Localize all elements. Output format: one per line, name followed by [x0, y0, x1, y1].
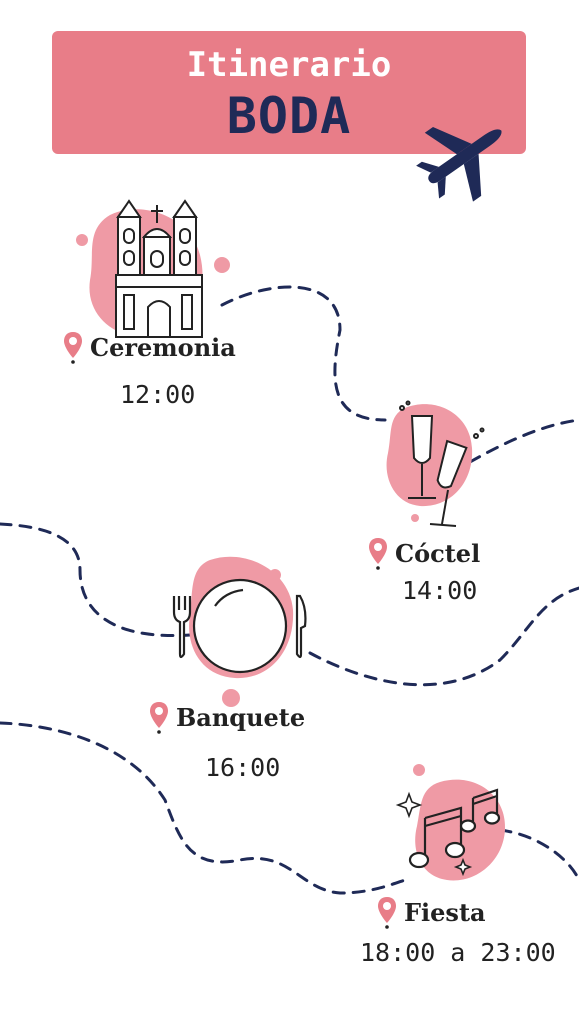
- stop-time: 16:00: [205, 753, 281, 782]
- airplane-icon: [416, 127, 502, 202]
- location-pin-icon: [150, 702, 168, 734]
- church-icon: [76, 199, 230, 338]
- music-notes-icon: [395, 764, 506, 881]
- stop-time: 14:00: [402, 576, 478, 605]
- route-line: [468, 418, 579, 464]
- champagne-glasses-icon: [386, 400, 485, 527]
- location-pin-icon: [369, 538, 387, 570]
- stop-name: Cóctel: [395, 538, 481, 568]
- plate-cutlery-icon: [172, 556, 307, 707]
- stop-time: 18:00 a 23:00: [360, 938, 556, 967]
- stop-banquete: Banquete: [148, 700, 305, 734]
- stop-name: Banquete: [176, 702, 306, 732]
- banner-subtitle: Itinerario: [186, 45, 392, 85]
- stop-time: 12:00: [120, 380, 196, 409]
- stop-name: Ceremonia: [90, 332, 236, 362]
- header-banner: Itinerario BODA: [52, 31, 526, 154]
- route-line: [498, 828, 579, 882]
- stop-coctel: Cóctel: [367, 536, 480, 570]
- banner-title: BODA: [226, 87, 352, 145]
- stop-fiesta: Fiesta: [376, 895, 486, 929]
- stop-ceremonia: Ceremonia: [62, 330, 236, 364]
- location-pin-icon: [378, 897, 396, 929]
- location-pin-icon: [64, 332, 82, 364]
- route-line: [0, 522, 192, 638]
- route-line: [308, 586, 579, 687]
- stop-name: Fiesta: [404, 897, 486, 927]
- route-line: [0, 721, 407, 895]
- route-line: [220, 285, 387, 422]
